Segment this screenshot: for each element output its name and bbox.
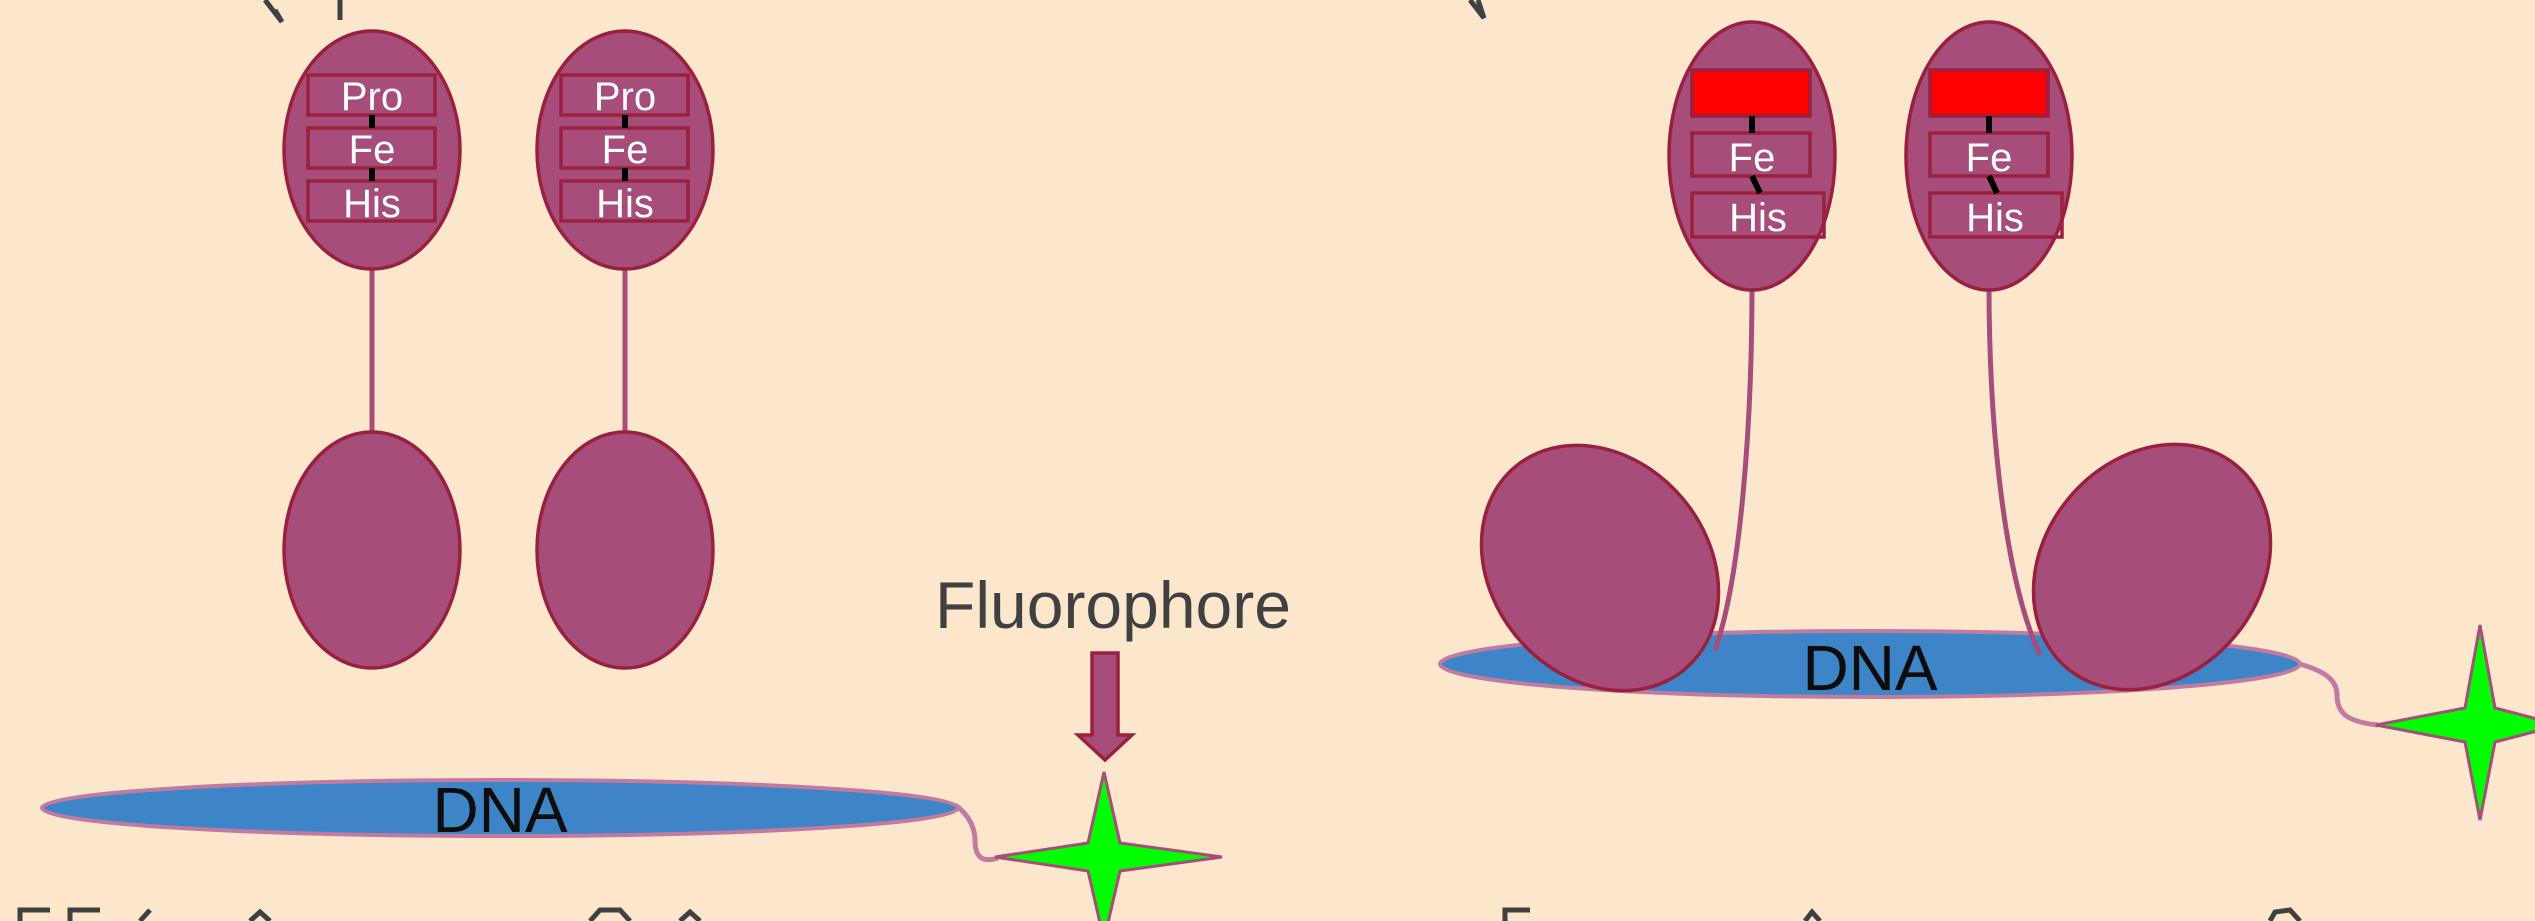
- fluorophore-label: Fluorophore: [935, 568, 1291, 642]
- left-protein-2-pro-label: Pro: [594, 75, 656, 119]
- left-protein-1-fe-label: Fe: [349, 128, 396, 172]
- right-panel: Fe His Fe His DNA: [1432, 22, 2535, 820]
- left-protein-1: Pro Fe His: [284, 31, 460, 668]
- left-protein-1-dna-binding-domain: [284, 432, 460, 668]
- right-dna-tether: [2292, 662, 2378, 725]
- bottom-cropped-text: [20, 910, 2300, 921]
- right-protein-1-bound-ligand: [1692, 70, 1810, 116]
- right-protein-2-bound-ligand: [1930, 70, 2048, 116]
- left-protein-2: Pro Fe His: [537, 31, 713, 668]
- fluorophore-arrow-icon: [1078, 653, 1132, 760]
- top-left-cropped-glyph-1: [265, 0, 282, 22]
- left-protein-2-dna-binding-domain: [537, 432, 713, 668]
- top-cropped-text: [265, 0, 1484, 22]
- left-fluorophore: Fluorophore: [935, 568, 1291, 921]
- bottom-right-cropped-glyphs: [1505, 910, 2300, 921]
- left-protein-1-pro-label: Pro: [341, 75, 403, 119]
- right-protein-1-his-label: His: [1729, 196, 1787, 240]
- right-protein-1-linker: [1715, 285, 1752, 650]
- left-fluorophore-star-icon: [995, 772, 1222, 921]
- top-right-cropped-glyph: [1470, 0, 1484, 18]
- right-dna-label: DNA: [1802, 632, 1937, 704]
- left-protein-2-fe-label: Fe: [602, 128, 649, 172]
- left-protein-2-his-label: His: [596, 182, 654, 226]
- left-dna: DNA: [42, 774, 998, 860]
- left-dna-label: DNA: [432, 774, 567, 846]
- left-panel: Pro Fe His Pro Fe His: [42, 31, 1291, 921]
- right-fluorophore-star-icon: [2376, 625, 2535, 820]
- left-dna-tether: [955, 805, 998, 860]
- left-protein-1-his-label: His: [343, 182, 401, 226]
- right-protein-2-his-label: His: [1966, 196, 2024, 240]
- right-protein-1-fe-label: Fe: [1729, 136, 1776, 180]
- bottom-left-cropped-glyphs: [20, 910, 700, 921]
- right-protein-2-fe-label: Fe: [1966, 136, 2013, 180]
